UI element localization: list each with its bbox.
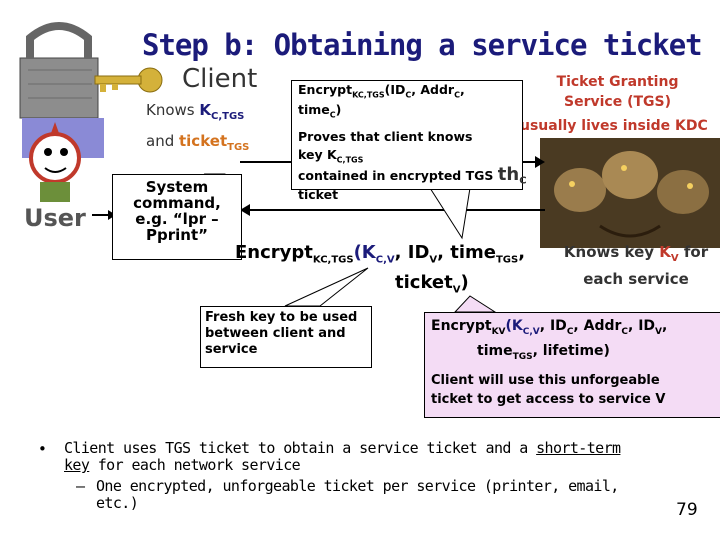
ticket-comma: , bbox=[662, 318, 668, 334]
lock-icon bbox=[19, 22, 99, 119]
bullet-text-u1: short-term bbox=[536, 439, 621, 457]
auth-id: (ID bbox=[384, 82, 406, 97]
auth-comma: , bbox=[459, 82, 465, 97]
reply-key: (K bbox=[353, 242, 376, 263]
client-knows-text: Knows KC,TGS and ticketTGS bbox=[146, 98, 249, 160]
callout-authenticator: EncryptKC,TGS(IDC, AddrC, timeC) Proves … bbox=[291, 80, 527, 202]
reply-key-sub: C,V bbox=[375, 254, 395, 266]
auth-addr: , Addr bbox=[411, 82, 455, 97]
reply-id-sub: V bbox=[429, 254, 438, 266]
reply-id: , ID bbox=[394, 242, 430, 263]
sys-line4: Pprint” bbox=[146, 226, 208, 244]
auth-time: time bbox=[298, 101, 330, 117]
bullet-text-u2: key bbox=[64, 456, 90, 474]
reply-ticket-sub: V bbox=[452, 284, 461, 296]
callout-fresh-key: Fresh key to be used between client and … bbox=[200, 306, 372, 368]
slide-title: Step b: Obtaining a service ticket bbox=[142, 28, 703, 62]
callout-system-command: System command, e.g. “lpr – Pprint” bbox=[112, 174, 242, 260]
auth-encrypt: Encrypt bbox=[298, 82, 353, 97]
knows-ticket-sub: TGS bbox=[227, 142, 250, 153]
client-label: Client bbox=[182, 64, 258, 94]
knows-prefix: Knows bbox=[146, 101, 200, 119]
and-prefix: and bbox=[146, 132, 179, 150]
knows-ticket: ticketTGS bbox=[179, 132, 250, 153]
kv-suffix: for bbox=[678, 243, 709, 261]
auth-key: key K bbox=[298, 147, 337, 162]
auth-overflow-sub: C bbox=[519, 175, 527, 186]
ticket-addr: , Addr bbox=[573, 318, 622, 334]
reply-encrypt: Encrypt bbox=[235, 242, 313, 263]
key-icon bbox=[94, 67, 163, 93]
ticket-encrypt-sub: KV bbox=[491, 326, 506, 337]
ticket-lifetime: , lifetime) bbox=[532, 342, 610, 359]
kdc-note: usually lives inside KDC bbox=[520, 118, 708, 134]
auth-time-sub: C bbox=[329, 110, 336, 119]
auth-line2: timeC) bbox=[298, 101, 516, 123]
ticket-addr-sub: C bbox=[621, 326, 629, 337]
auth-line1: EncryptKC,TGS(IDC, AddrC, bbox=[298, 83, 516, 103]
auth-id-sub: C bbox=[405, 90, 412, 100]
reply-encrypt-sub: KC,TGS bbox=[312, 254, 354, 266]
reply-comma: , bbox=[518, 242, 526, 263]
ticket-line1: EncryptKV(KC,V, IDC, AddrC, IDV, bbox=[431, 317, 715, 342]
reply-time-sub: TGS bbox=[495, 254, 519, 266]
auth-overflow: th bbox=[497, 163, 520, 185]
ticket-line3: Client will use this unforgeable bbox=[431, 372, 660, 388]
fresh-line1: Fresh key to be used bbox=[205, 310, 358, 325]
sys-line1: System bbox=[145, 178, 209, 196]
ticket-idc: , ID bbox=[539, 318, 567, 334]
bullet-text-b: for each network service bbox=[89, 456, 301, 474]
ticket-key-sub: C,V bbox=[522, 326, 540, 337]
tgs-cerberus-image bbox=[540, 138, 720, 248]
sub-bullet-text: One encrypted, unforgeable ticket per se… bbox=[96, 477, 619, 512]
ticket-line2: timeTGS, lifetime) bbox=[431, 342, 715, 367]
knows-key: KC,TGS bbox=[199, 101, 245, 122]
bullet-main-text: Client uses TGS ticket to obtain a servi… bbox=[64, 440, 654, 474]
fresh-line3: service bbox=[205, 342, 258, 357]
knows-ticket-word: ticket bbox=[179, 132, 228, 150]
ticket-key: (K bbox=[505, 318, 523, 334]
ticket-time: time bbox=[477, 342, 513, 359]
auth-key-sub: C,TGS bbox=[336, 155, 364, 165]
user-figure-icon bbox=[22, 118, 104, 202]
kv-key-sub: V bbox=[670, 253, 679, 264]
auth-contained: contained in encrypted TGS bbox=[298, 167, 494, 183]
callout-service-ticket: EncryptKV(KC,V, IDC, AddrC, IDV, timeTGS… bbox=[424, 312, 720, 418]
bullet-text-a: Client uses TGS ticket to obtain a servi… bbox=[64, 439, 537, 457]
auth-encrypt-sub: KC,TGS bbox=[352, 90, 385, 100]
reply-close: ) bbox=[460, 271, 469, 293]
arrow-tgs-to-client bbox=[240, 204, 545, 216]
knows-key-sub: C,TGS bbox=[211, 111, 245, 122]
sys-line2: command, bbox=[133, 194, 221, 212]
tgs-reply-message: EncryptKC,TGS(KC,V, IDV, timeTGS, ticket… bbox=[235, 242, 555, 301]
kv-line2: each service bbox=[583, 270, 689, 288]
bullet-dot: • bbox=[38, 440, 47, 458]
auth-line5: contained in encrypted TGS thC bbox=[298, 165, 527, 189]
auth-line3: Proves that client knows bbox=[298, 129, 473, 144]
page-number: 79 bbox=[676, 500, 698, 520]
ticket-idv-sub: V bbox=[655, 326, 663, 337]
auth-addr-sub: C bbox=[454, 90, 460, 100]
kv-key: K bbox=[659, 243, 671, 261]
user-label: User bbox=[24, 204, 86, 232]
tgs-title: Ticket Granting Service (TGS) bbox=[556, 74, 679, 110]
ticket-idc-sub: C bbox=[566, 326, 574, 337]
reply-ticket: ticket bbox=[395, 271, 453, 293]
sys-line3: e.g. “lpr – bbox=[135, 210, 219, 228]
reply-time: , time bbox=[437, 242, 496, 263]
ticket-encrypt: Encrypt bbox=[431, 318, 492, 334]
sub-bullet-dash: – bbox=[76, 477, 86, 495]
knows-kv-note: Knows key KV for each service bbox=[552, 242, 720, 289]
auth-line6: ticket bbox=[298, 187, 339, 202]
auth-close: ) bbox=[335, 101, 342, 117]
fresh-line2: between client and bbox=[205, 326, 346, 341]
ticket-line4: ticket to get access to service V bbox=[431, 391, 666, 407]
ticket-time-sub: TGS bbox=[512, 351, 533, 362]
auth-line4: key KC,TGS bbox=[298, 148, 516, 168]
kv-prefix: Knows key bbox=[563, 243, 660, 261]
knows-key-letter: K bbox=[199, 101, 211, 119]
ticket-idv: , ID bbox=[628, 318, 656, 334]
